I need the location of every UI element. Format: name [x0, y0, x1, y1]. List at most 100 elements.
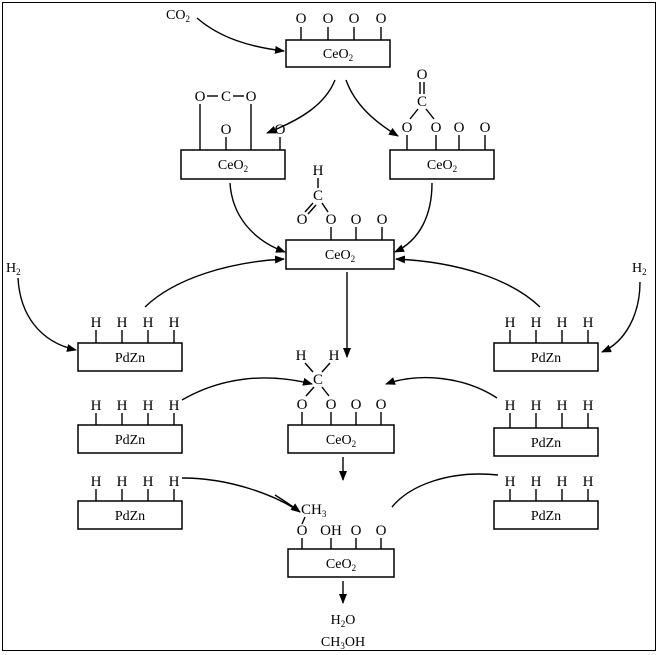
ceo2-label: CeO2: [326, 557, 356, 573]
h-atom: H: [91, 315, 102, 331]
o-atom: O: [376, 11, 387, 27]
h-atom: H: [169, 474, 180, 490]
arc-h-transfer-right-3: [391, 473, 499, 508]
reaction-arrows: [17, 17, 641, 604]
oh-group: OH: [320, 523, 342, 539]
h-atom: H: [117, 315, 128, 331]
o-atom: O: [275, 122, 286, 138]
o-atom: O: [221, 122, 232, 138]
pdzn-label: PdZn: [531, 436, 561, 451]
o-atom: O: [402, 120, 413, 136]
h-atom: H: [169, 398, 180, 414]
arrow-to-carbonate: [345, 79, 399, 137]
h-atom: H: [505, 315, 516, 331]
pdzn-label: PdZn: [115, 509, 145, 524]
co2-label: CO2: [166, 8, 190, 24]
ceo2-dioxymethylene: H H C O O O O CeO2: [287, 348, 395, 454]
h-atom: H: [531, 474, 542, 490]
pdzn-row1-right: H H H H PdZn: [493, 315, 599, 372]
ceo2-carbonate: O C O O O O CeO2: [389, 67, 495, 180]
ch3oh-label: CH3OH: [321, 635, 365, 651]
ceo2-label: CeO2: [218, 158, 248, 174]
c-atom: C: [221, 89, 231, 105]
o-atom: O: [296, 11, 307, 27]
h-atom: H: [583, 315, 594, 331]
o-atom: O: [297, 212, 308, 228]
h-atom: H: [143, 315, 154, 331]
o-atom: O: [454, 120, 465, 136]
h-atom: H: [313, 163, 324, 179]
arrow-to-linear-co2: [266, 79, 336, 134]
o-atom: O: [417, 67, 428, 83]
h-atom: H: [143, 398, 154, 414]
h-atom: H: [117, 398, 128, 414]
h-atom: H: [505, 398, 516, 414]
ceo2-formate: H C O O O O CeO2: [285, 163, 395, 270]
o-atom: O: [297, 397, 308, 413]
o-atom: O: [323, 11, 334, 27]
arrow-linear-to-formate: [229, 182, 286, 253]
h-atom: H: [583, 398, 594, 414]
h-atom: H: [557, 315, 568, 331]
arrow-h-transfer-left-3-line: [181, 477, 301, 513]
arrow-h-spillover-left: [144, 255, 285, 308]
h-atom: H: [296, 348, 307, 364]
arrow-h2-dissociation-left: [17, 277, 77, 352]
o-atom: O: [326, 212, 337, 228]
o-atom: O: [351, 212, 362, 228]
ceo2-label: CeO2: [326, 433, 356, 449]
h2-label-left: H2: [6, 261, 21, 277]
o-atom: O: [480, 120, 491, 136]
o-atom: O: [376, 523, 387, 539]
h2o-label: H2O: [331, 613, 356, 629]
ceo2-methoxy: CH3 O OH O O CeO2: [287, 502, 395, 578]
ceo2-linear-co2: O C O O O CeO2: [180, 89, 286, 180]
pdzn-row3-left: H H H H PdZn: [77, 474, 183, 530]
h2-label-right: H2: [632, 261, 647, 277]
h-atom: H: [505, 474, 516, 490]
o-atom: O: [349, 11, 360, 27]
o-atom: O: [376, 397, 387, 413]
arrow-h-spillover-right: [395, 255, 541, 308]
h-atom: H: [557, 398, 568, 414]
h-atom: H: [143, 474, 154, 490]
h-atom: H: [583, 474, 594, 490]
pdzn-row3-right: H H H H PdZn: [493, 474, 599, 530]
pdzn-label: PdZn: [531, 509, 561, 524]
h-atom: H: [169, 315, 180, 331]
arrow-co2-adsorption: [196, 17, 285, 54]
h-atom: H: [531, 398, 542, 414]
o-atom: O: [351, 523, 362, 539]
pdzn-label: PdZn: [115, 433, 145, 448]
arrow-h-transfer-left-2: [181, 377, 313, 401]
arrow-carbonate-to-formate: [394, 182, 433, 253]
c-atom: C: [417, 94, 427, 110]
ceo2-label: CeO2: [323, 47, 353, 63]
pdzn-row1-left: H H H H PdZn: [77, 315, 183, 372]
ch3-group: CH3: [301, 502, 327, 519]
h-atom: H: [531, 315, 542, 331]
pdzn-row2-left: H H H H PdZn: [77, 398, 183, 454]
arrow-h-transfer-left-3: [274, 494, 301, 513]
o-atom: O: [377, 212, 388, 228]
o-atom: O: [431, 120, 442, 136]
o-atom: O: [297, 523, 308, 539]
o-atom: O: [246, 89, 257, 105]
c-atom: C: [313, 372, 323, 388]
h-atom: H: [117, 474, 128, 490]
pdzn-label: PdZn: [115, 351, 145, 366]
arrow-h-transfer-right-2: [385, 376, 498, 399]
ceo2-label: CeO2: [325, 248, 355, 264]
ceo2-label: CeO2: [427, 158, 457, 174]
h-atom: H: [91, 398, 102, 414]
pdzn-row2-right: H H H H PdZn: [493, 398, 599, 457]
ceo2-initial: O O O O CeO2: [285, 11, 391, 68]
pdzn-label: PdZn: [531, 351, 561, 366]
arrow-h2-dissociation-right: [601, 281, 641, 353]
h-atom: H: [329, 348, 340, 364]
h-atom: H: [557, 474, 568, 490]
c-atom: C: [313, 188, 323, 204]
o-atom: O: [326, 397, 337, 413]
